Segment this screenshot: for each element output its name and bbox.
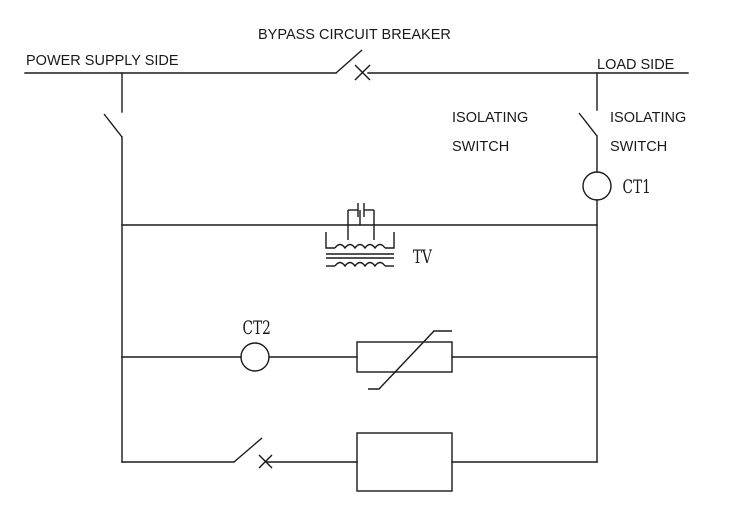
isolating-switch-label-1-line2: SWITCH: [452, 139, 509, 155]
isolating-switch-label-1: ISOLATING: [452, 110, 528, 126]
left-isolating-switch-symbol: [103, 113, 123, 138]
bypass-circuit-breaker-symbol: [335, 49, 371, 81]
ct1-symbol: [582, 171, 612, 201]
load-side-label: LOAD SIDE: [597, 57, 675, 73]
ct2-symbol: [240, 342, 270, 372]
bypass-circuit-breaker-label: BYPASS CIRCUIT BREAKER: [258, 27, 451, 43]
tv-branch: [121, 203, 598, 240]
ct1-label: CT1: [623, 176, 651, 198]
isolating-switch-label-2: ISOLATING: [610, 110, 686, 126]
bottom-component-box: [356, 432, 453, 492]
ct2-label: CT2: [243, 317, 271, 339]
tv-symbol: [325, 232, 395, 268]
varistor-symbol: [356, 330, 453, 390]
isolating-switch-label-2-line2: SWITCH: [610, 139, 667, 155]
right-isolating-switch-symbol: [578, 112, 598, 137]
power-supply-side-label: POWER SUPPLY SIDE: [26, 53, 179, 69]
bottom-circuit-breaker-symbol: [233, 437, 273, 469]
tv-label: TV: [413, 246, 433, 268]
